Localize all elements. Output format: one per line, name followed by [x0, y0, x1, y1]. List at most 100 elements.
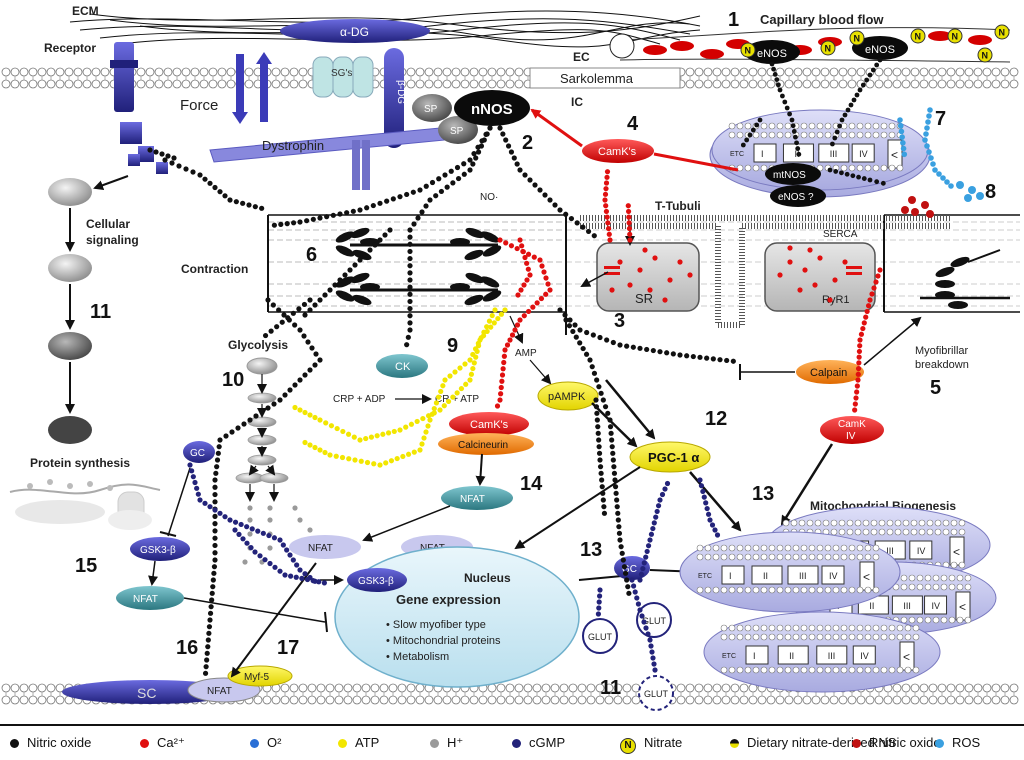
svg-text:NFAT: NFAT: [308, 543, 333, 554]
legend-item: Nitric oxide: [10, 735, 91, 750]
myf5: [227, 665, 293, 687]
legend-swatch-icon: [140, 739, 149, 748]
cellular-signaling-label: Cellular signaling: [86, 217, 139, 247]
nfat-inner-left: [289, 535, 361, 559]
sarkolemma-label: Sarkolemma: [560, 71, 634, 86]
svg-text:GLUT: GLUT: [588, 632, 613, 642]
svg-text:CamK's: CamK's: [598, 146, 637, 158]
svg-text:16: 16: [176, 637, 198, 659]
svg-text:pAMPK: pAMPK: [548, 391, 586, 403]
ecm-fibers: [69, 10, 701, 48]
legend-item: cGMP: [512, 735, 565, 750]
svg-text:IV: IV: [829, 571, 838, 581]
nitrate-icon: N: [620, 738, 636, 754]
legend-item: N Nitrate: [620, 735, 682, 754]
nnos-enzyme: [454, 90, 530, 126]
svg-text:8: 8: [985, 181, 996, 203]
legend-label: cGMP: [529, 735, 566, 750]
svg-text:Myf-5: Myf-5: [244, 672, 269, 683]
mtnos: [765, 163, 821, 185]
beta-dg: [384, 48, 404, 148]
legend-item: Dietary nitrate-derived nitric oxide: [730, 735, 941, 750]
camks-top: [582, 139, 654, 163]
svg-text:mtNOS: mtNOS: [773, 170, 806, 181]
svg-text:<: <: [863, 570, 870, 584]
ecm-label: ECM: [72, 4, 99, 18]
camks-middle: [449, 412, 529, 436]
gsk3b-left: [130, 537, 190, 561]
sr-left: [596, 242, 700, 312]
nfat-left: [116, 586, 184, 610]
ck-enzyme: [376, 354, 428, 378]
myofibrillar-fragments: [920, 249, 1010, 309]
svg-text:6: 6: [306, 244, 317, 266]
svg-text:12: 12: [705, 408, 727, 430]
nucleus-bullets: • Slow myofiber type• Mitochondrial prot…: [386, 619, 501, 663]
svg-text:14: 14: [520, 473, 543, 495]
svg-text:I: I: [753, 651, 756, 661]
step-numbers: 1 2 3 4 5 6 7 8 9 10 11 11 12 13 13 14 1…: [75, 9, 996, 699]
svg-text:IV: IV: [932, 601, 941, 611]
pgc1a: [629, 441, 711, 473]
svg-text:eNOS: eNOS: [865, 44, 895, 56]
legend-swatch-icon: [338, 739, 347, 748]
svg-text:GSK3-β: GSK3-β: [358, 576, 394, 587]
svg-text:eNOS: eNOS: [757, 48, 787, 60]
svg-text:17: 17: [277, 637, 299, 659]
svg-text:11: 11: [600, 677, 621, 699]
legend-item: O²: [250, 735, 281, 750]
svg-text:I: I: [729, 571, 732, 581]
capillary-label: Capillary blood flow: [760, 12, 884, 27]
svg-text:4: 4: [627, 113, 639, 135]
svg-text:SP: SP: [424, 104, 438, 115]
nucleus: [334, 546, 580, 688]
svg-text:N: N: [825, 44, 832, 54]
gene-expression-label: Gene expression: [396, 592, 501, 607]
legend-item: Ca²⁺: [140, 735, 185, 751]
svg-text:PGC-1 α: PGC-1 α: [648, 450, 699, 465]
cr-atp-label: CR + ATP: [435, 394, 479, 405]
enos-1: [744, 40, 800, 64]
sarkolemma-label-box: [529, 67, 681, 89]
t-tubule: [580, 215, 950, 328]
sarcomere: [335, 227, 502, 306]
svg-text:SR: SR: [635, 291, 653, 306]
svg-text:N: N: [999, 28, 1006, 38]
alpha-dg: [280, 19, 430, 43]
force-arrows: [232, 52, 272, 124]
gsk3b-nucleus: [347, 568, 407, 592]
svg-text:<: <: [891, 148, 898, 162]
alpha-dg-label: α-DG: [340, 25, 369, 39]
force-label: Force: [180, 97, 218, 114]
svg-text:III: III: [886, 546, 894, 556]
amp-label: AMP: [515, 348, 537, 359]
legend-label: H⁺: [447, 735, 464, 750]
svg-text:GLUT: GLUT: [642, 616, 667, 626]
legend-label: ROS: [952, 735, 981, 750]
calcineurin: [438, 433, 534, 455]
glut-2: GLUT: [636, 602, 672, 638]
svg-text:GSK3-β: GSK3-β: [140, 545, 176, 556]
pampk: [537, 381, 599, 411]
legend-label: Nitrate: [644, 735, 683, 750]
svg-text:III: III: [903, 601, 911, 611]
svg-text:CK: CK: [395, 361, 411, 373]
svg-text:II: II: [789, 651, 794, 661]
svg-text:13: 13: [752, 483, 774, 505]
svg-text:IV: IV: [860, 651, 869, 661]
svg-text:<: <: [959, 600, 966, 614]
calpain: [796, 360, 864, 384]
svg-text:<: <: [903, 650, 910, 664]
svg-text:CamK's: CamK's: [470, 419, 509, 431]
svg-text:III: III: [830, 149, 838, 159]
sarcoglycans: [312, 56, 374, 98]
svg-text:13: 13: [580, 539, 602, 561]
glycolysis-steps: [235, 374, 289, 502]
glucose: [246, 357, 278, 375]
legend-swatch-icon: [852, 739, 861, 748]
sr-right: [764, 242, 876, 312]
ryr-channels: [604, 266, 862, 275]
protein-synthesis-label: Protein synthesis: [30, 456, 130, 470]
